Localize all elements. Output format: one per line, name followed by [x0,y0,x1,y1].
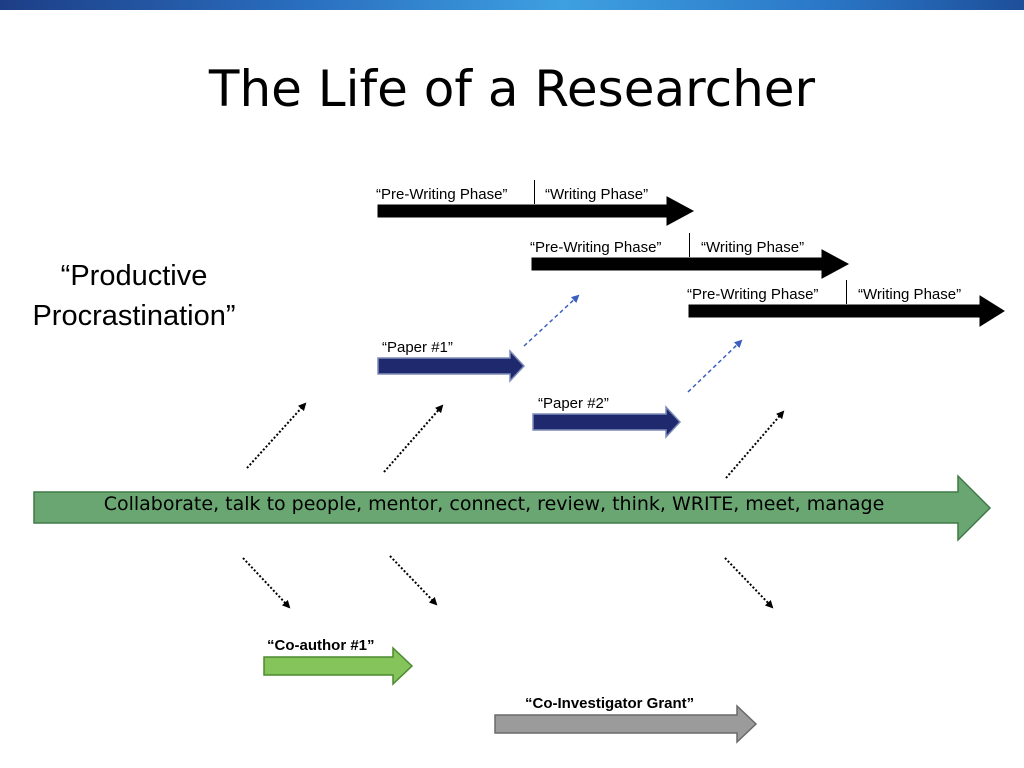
grant-label: “Co-Investigator Grant” [525,695,695,712]
phase-3-pre-writing-label: “Pre-Writing Phase” [687,286,819,303]
dashed-link-1 [523,294,580,347]
coauthor-arrow [263,646,414,686]
dotted-down-arrow-1 [242,557,291,609]
dotted-up-arrow-1 [246,402,307,469]
paper-1-arrow [377,349,526,383]
phase-arrow-3 [688,295,1005,327]
productive-procrastination-label: “Productive Procrastination” [32,260,236,332]
paper-2-label: “Paper #2” [538,395,609,412]
main-activity-label: Collaborate, talk to people, mentor, con… [103,493,885,515]
dotted-up-arrow-3 [725,410,785,479]
dotted-down-arrow-3 [724,557,774,609]
paper-2-arrow [532,405,682,439]
main-activity-arrow [33,474,992,542]
phase-2-writing-label: “Writing Phase” [701,239,805,256]
phase-2-divider [689,233,690,257]
phase-arrow-2 [531,249,850,279]
phase-2-pre-writing-label: “Pre-Writing Phase” [530,239,662,256]
dashed-link-2 [687,339,743,393]
phase-1-writing-label: “Writing Phase” [545,186,649,203]
phase-arrow-1 [377,196,695,226]
phase-1-pre-writing-label: “Pre-Writing Phase” [376,186,508,203]
dotted-down-arrow-2 [389,555,438,606]
phase-3-divider [846,280,847,304]
top-accent-bar [0,0,1024,10]
paper-1-label: “Paper #1” [382,339,453,356]
phase-3-writing-label: “Writing Phase” [858,286,962,303]
dotted-up-arrow-2 [383,404,444,473]
slide-title: The Life of a Researcher [208,60,816,118]
grant-arrow [494,704,758,744]
phase-1-divider [534,180,535,204]
coauthor-label: “Co-author #1” [267,637,375,654]
